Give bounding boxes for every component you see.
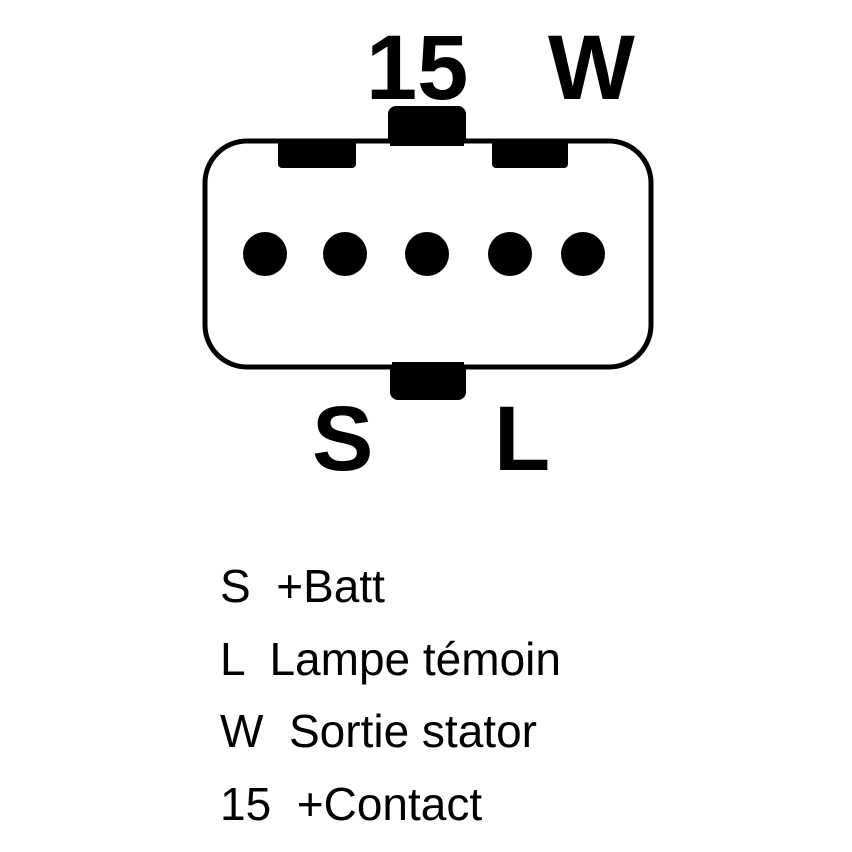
pin-label-L: L bbox=[494, 388, 551, 490]
legend-code: L bbox=[220, 633, 244, 685]
legend-code: 15 bbox=[220, 778, 272, 830]
pin-2 bbox=[323, 232, 367, 276]
legend-description: +Contact bbox=[296, 778, 483, 830]
legend-description: +Batt bbox=[276, 560, 385, 612]
bottom-key-tab bbox=[390, 362, 466, 400]
pin-3 bbox=[405, 232, 449, 276]
right-notch bbox=[492, 140, 568, 168]
legend-code: S bbox=[220, 560, 251, 612]
pin-label-S: S bbox=[312, 388, 374, 490]
legend-item-S: S +Batt bbox=[220, 563, 385, 609]
legend-item-L: L Lampe témoin bbox=[220, 636, 561, 682]
legend-description: Lampe témoin bbox=[269, 633, 561, 685]
pin-label-15: 15 bbox=[366, 17, 469, 119]
pin-1 bbox=[243, 232, 287, 276]
legend-code: W bbox=[220, 705, 264, 757]
legend-item-15: 15 +Contact bbox=[220, 781, 482, 827]
legend-description: Sortie stator bbox=[288, 705, 537, 757]
pin-5 bbox=[561, 232, 605, 276]
legend-item-W: W Sortie stator bbox=[220, 708, 537, 754]
left-notch bbox=[278, 140, 356, 168]
pin-label-W: W bbox=[548, 17, 635, 119]
bottom-key-tab-inner bbox=[392, 362, 464, 370]
pin-4 bbox=[488, 232, 532, 276]
top-key-tab-inner bbox=[390, 138, 464, 146]
top-key-tab bbox=[388, 106, 466, 146]
